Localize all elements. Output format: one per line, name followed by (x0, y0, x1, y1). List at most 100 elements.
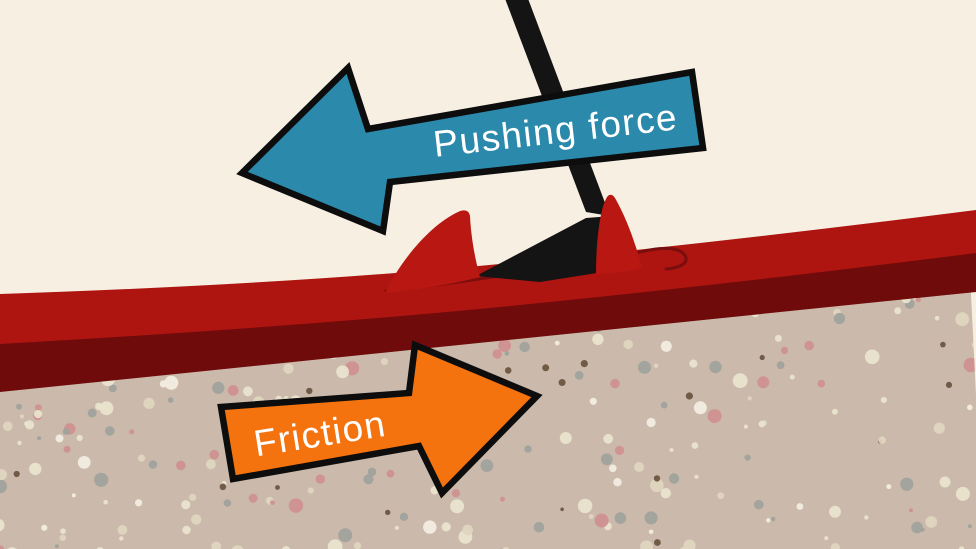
sand-grain (646, 417, 656, 428)
sand-grain (399, 512, 409, 521)
sand-grain (338, 528, 353, 543)
sand-grain (614, 512, 627, 524)
sand-grain (283, 363, 294, 374)
sand-grain (967, 524, 972, 529)
sand-grain (0, 469, 7, 481)
sand-grain (181, 500, 191, 510)
sand-grain (781, 346, 789, 354)
sand-grain (191, 514, 202, 525)
sand-grain (16, 403, 22, 410)
sand-grain (2, 421, 13, 432)
sand-grain (878, 436, 886, 445)
sand-grain (19, 414, 25, 419)
sand-grain (176, 460, 186, 471)
sand-grain (219, 483, 227, 491)
sand-grain (385, 509, 391, 516)
sand-grain (182, 525, 191, 535)
sand-grain (29, 462, 42, 476)
sand-grain (940, 341, 946, 348)
sand-grain (167, 397, 174, 403)
sand-grain (669, 448, 674, 452)
sand-grain (589, 397, 597, 405)
sand-grain (480, 459, 494, 472)
sand-speckles (0, 288, 976, 549)
sand-grain (354, 542, 362, 549)
sand-grain (34, 410, 43, 419)
sand-grain (707, 409, 722, 424)
sand-grain (315, 474, 325, 484)
sand-grain (59, 534, 66, 541)
sand-grain (71, 493, 76, 498)
sand-grain (648, 529, 654, 535)
friction-arrow: Friction (217, 340, 543, 499)
sand-grain (367, 467, 377, 477)
sand-grain (35, 404, 42, 411)
sand-grain (574, 370, 584, 380)
sand-grain (135, 499, 143, 507)
sand-grain (754, 499, 764, 510)
sand-grain (306, 387, 313, 395)
sand-grain (759, 354, 765, 361)
sand-grain (894, 307, 902, 315)
sand-grain (77, 456, 91, 469)
sand-grain (209, 449, 220, 460)
sand-grain (603, 433, 614, 444)
sand-grain (17, 440, 22, 446)
sand-grain (915, 297, 921, 303)
sand-grain (282, 546, 291, 549)
sand-grain (25, 420, 35, 430)
sand-grain (911, 521, 923, 534)
sand-grain (227, 385, 239, 396)
sand-grain (148, 460, 158, 469)
sand-grain (967, 404, 973, 411)
sand-grain (623, 339, 633, 350)
sand-grain (108, 384, 117, 393)
sand-grain (99, 401, 114, 416)
sand-grain (533, 521, 545, 533)
sand-grain (0, 545, 5, 549)
sand-grain (829, 505, 841, 518)
sand-grain (830, 543, 841, 549)
sand-grain (95, 402, 103, 411)
sand-grain (492, 349, 502, 359)
sand-grain (644, 511, 658, 525)
sand-grain (143, 397, 155, 409)
sand-grain (776, 361, 785, 370)
sand-grain (386, 469, 395, 478)
sand-grain (691, 442, 699, 449)
sand-grain (694, 474, 699, 479)
sand-grain (275, 485, 280, 490)
sand-grain (789, 374, 795, 380)
sand-grain (380, 358, 389, 366)
sand-grain (55, 434, 64, 443)
sand-grain (248, 493, 258, 503)
sand-grain (594, 513, 609, 528)
sand-grain (164, 375, 179, 390)
sand-grain (129, 429, 135, 435)
sand-grain (41, 524, 48, 531)
sand-grain (212, 381, 225, 394)
sled-fin-right (596, 194, 642, 274)
sand-grain (709, 360, 722, 374)
sand-grain (743, 424, 749, 429)
sand-grain (653, 363, 659, 369)
sand-grain (933, 422, 945, 434)
sand-grain (592, 333, 604, 345)
sand-grain (117, 525, 128, 535)
sand-grain (336, 365, 349, 379)
sand-grain (886, 484, 892, 490)
sand-grain (880, 396, 888, 404)
board-shadow-edge (0, 247, 976, 392)
sand-grain (955, 312, 970, 327)
sand-grain (640, 540, 653, 549)
sand-grain (804, 340, 814, 351)
sand-grain (660, 401, 668, 409)
sand-grain (613, 478, 622, 487)
sand-grain (37, 436, 41, 441)
sand-grain (693, 401, 707, 415)
sand-grain (600, 453, 613, 466)
sled-fin-left (385, 210, 480, 293)
sand-grain (685, 392, 694, 400)
sand-grain (732, 373, 748, 389)
sand-grain (205, 459, 216, 470)
